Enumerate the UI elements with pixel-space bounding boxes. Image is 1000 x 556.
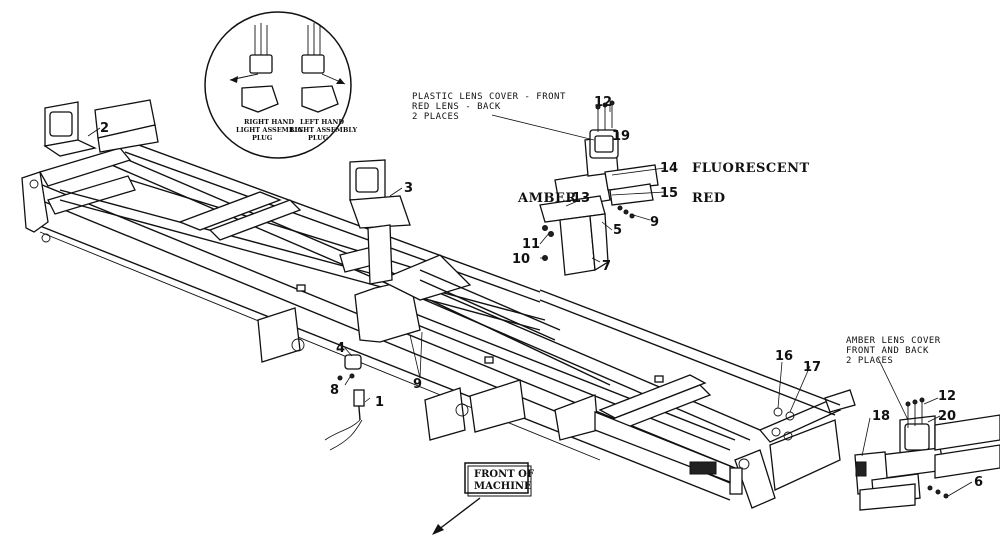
callout-16: 16 <box>775 349 793 364</box>
front-box-line1: FRONT OF <box>474 469 534 480</box>
amber-lens-note-line1: AMBER LENS COVER <box>846 336 941 346</box>
amber-lens-note-line2: FRONT AND BACK <box>846 346 929 356</box>
front-arrow-head <box>432 524 444 535</box>
callout-17: 17 <box>803 360 821 375</box>
lh-plug-line1: LEFT HAND <box>300 118 344 126</box>
front-of-machine-indicator: FRONT OF MACHINE <box>432 462 534 535</box>
front-box-line2: MACHINE <box>474 481 532 492</box>
callout-9-left: 9 <box>413 377 422 392</box>
callout-12-top: 12 <box>594 95 612 110</box>
callout-15: 15 <box>660 186 678 201</box>
callout-11: 11 <box>522 237 540 252</box>
toolbar-frame <box>21 139 856 509</box>
callout-4: 4 <box>336 341 345 356</box>
amber-lens-note-line3: 2 PLACES <box>846 356 893 366</box>
plug-detail-inset: RIGHT HAND LIGHT ASSEMBLY PLUG LEFT HAND… <box>204 11 357 159</box>
callout-5: 5 <box>613 223 622 238</box>
callout-19: 19 <box>612 129 630 144</box>
callout-2: 2 <box>100 121 109 136</box>
connector-assembly <box>324 354 365 451</box>
callout-3: 3 <box>404 181 413 196</box>
callout-12-bottom: 12 <box>938 389 956 404</box>
caption-fluorescent: FLUORESCENT <box>692 161 810 176</box>
rh-plug-line1: RIGHT HAND <box>244 118 294 126</box>
callout-10: 10 <box>512 252 530 267</box>
right-light-assembly <box>854 397 1000 511</box>
caption-amber: AMBER <box>517 191 577 206</box>
callout-1: 1 <box>375 395 384 410</box>
callout-13: 13 <box>572 191 590 206</box>
callout-6: 6 <box>974 475 983 490</box>
lh-plug-line3: PLUG <box>308 134 329 142</box>
rh-plug-line2: LIGHT ASSEMBLY <box>236 126 303 134</box>
callout-9-right: 9 <box>650 215 659 230</box>
callout-18: 18 <box>872 409 890 424</box>
captions: FLUORESCENT RED AMBER <box>517 161 810 206</box>
plastic-lens-note-line1: PLASTIC LENS COVER - FRONT <box>412 92 566 102</box>
callouts: 1 2 3 4 5 6 7 8 9 9 10 11 12 12 13 14 15… <box>100 95 983 490</box>
plastic-lens-note-line2: RED LENS - BACK <box>412 102 501 112</box>
left-light-assembly <box>43 99 159 157</box>
callout-20: 20 <box>938 409 956 424</box>
caption-red: RED <box>692 191 726 206</box>
callout-8: 8 <box>330 383 339 398</box>
rh-plug-line3: PLUG <box>252 134 273 142</box>
callout-14: 14 <box>660 161 678 176</box>
exploded-bracket-assembly <box>539 100 659 276</box>
plastic-lens-note-line3: 2 PLACES <box>412 112 459 122</box>
center-light-assembly <box>349 159 411 285</box>
callout-7: 7 <box>602 259 611 274</box>
lens-notes: PLASTIC LENS COVER - FRONT RED LENS - BA… <box>412 92 941 366</box>
leader-lines <box>87 104 973 497</box>
front-arrow <box>437 497 481 531</box>
lh-plug-line2: LIGHT ASSEMBLY <box>290 126 357 134</box>
